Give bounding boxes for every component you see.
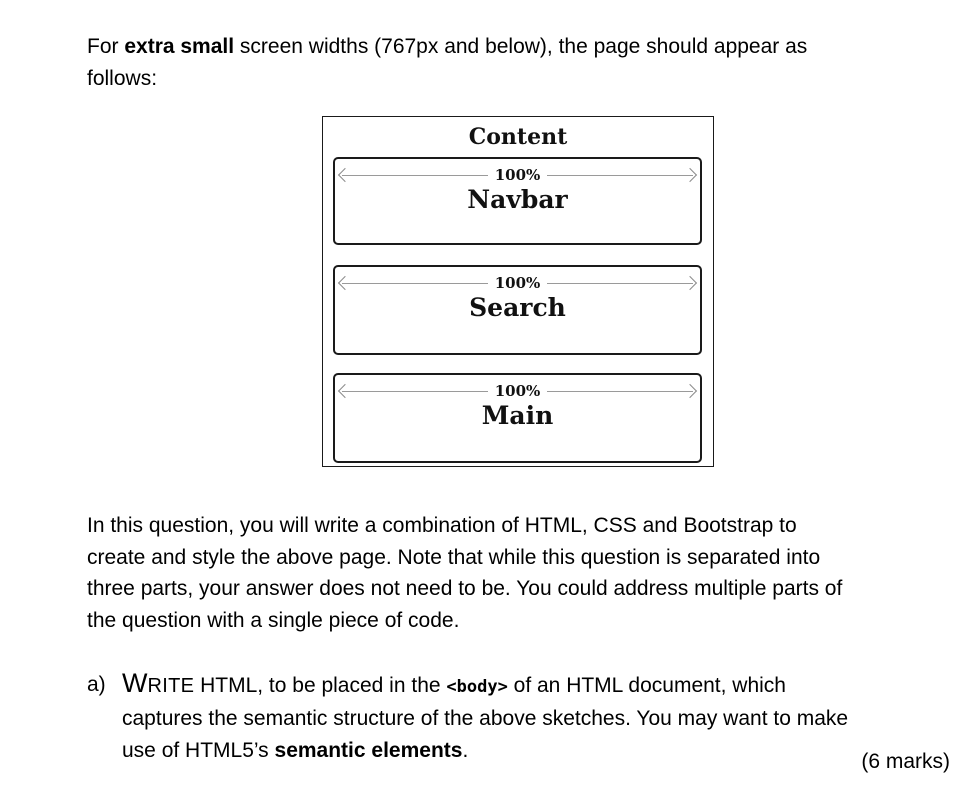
semantic-elements-bold: semantic elements (274, 739, 463, 762)
smallcaps-write-rest: RITE (147, 675, 195, 697)
diagram-title-content: Content (468, 124, 568, 150)
arrow-left-head-icon (337, 275, 353, 291)
arrow-line (342, 282, 488, 284)
part-a-line3: use of HTML5’s (122, 739, 275, 762)
question-description-paragraph: In this question, you will write a combi… (87, 510, 967, 636)
width-arrow: 100% (337, 166, 698, 184)
width-percent-label: 100% (494, 274, 541, 292)
arrow-left-head-icon (337, 167, 353, 183)
arrow-line (342, 390, 488, 392)
intro-paragraph: For extra small screen widths (767px and… (87, 31, 967, 95)
part-a-text-cont: of an HTML document, which (507, 674, 786, 697)
question-line: In this question, you will write a combi… (87, 514, 797, 537)
arrow-right-head-icon (682, 383, 698, 399)
part-a-body: WRITE HTML, to be placed in the <body> o… (122, 667, 967, 767)
width-arrow: 100% (337, 274, 698, 292)
arrow-right-head-icon (682, 275, 698, 291)
layout-sketch-diagram: Content 100% Navbar 100% Search (322, 116, 714, 467)
diagram-box-navbar: 100% Navbar (333, 157, 702, 245)
part-a-period: . (462, 739, 469, 762)
diagram-box-main: 100% Main (333, 373, 702, 463)
question-line: create and style the above page. Note th… (87, 545, 821, 569)
diagram-box-label-main: Main (481, 401, 554, 430)
arrow-line (547, 282, 694, 284)
question-line: the question with a single piece of code… (87, 608, 460, 632)
width-percent-label: 100% (494, 382, 541, 400)
arrow-line (547, 174, 694, 176)
intro-bold-extra-small: extra small (124, 35, 235, 58)
arrow-line (547, 390, 694, 392)
part-a-section: a) WRITE HTML, to be placed in the <body… (87, 667, 967, 767)
intro-text: For (87, 35, 125, 58)
arrow-left-head-icon (337, 383, 353, 399)
width-percent-label: 100% (494, 166, 541, 184)
intro-line2: follows: (87, 67, 158, 90)
part-a-text: HTML, to be placed in the (194, 674, 447, 697)
arrow-right-head-icon (682, 167, 698, 183)
diagram-box-label-search: Search (469, 293, 566, 322)
width-arrow: 100% (337, 382, 698, 400)
smallcaps-write-initial: W (122, 668, 148, 698)
part-a-label: a) (87, 673, 106, 696)
diagram-box-label-navbar: Navbar (467, 185, 568, 214)
diagram-box-search: 100% Search (333, 265, 702, 355)
arrow-line (342, 174, 488, 176)
question-line: three parts, your answer does not need t… (87, 577, 843, 600)
body-tag-code: <body> (446, 677, 508, 697)
intro-text-cont: screen widths (767px and below), the pag… (234, 35, 808, 58)
part-a-line2: captures the semantic structure of the a… (122, 707, 849, 730)
marks-label: (6 marks) (861, 750, 950, 773)
